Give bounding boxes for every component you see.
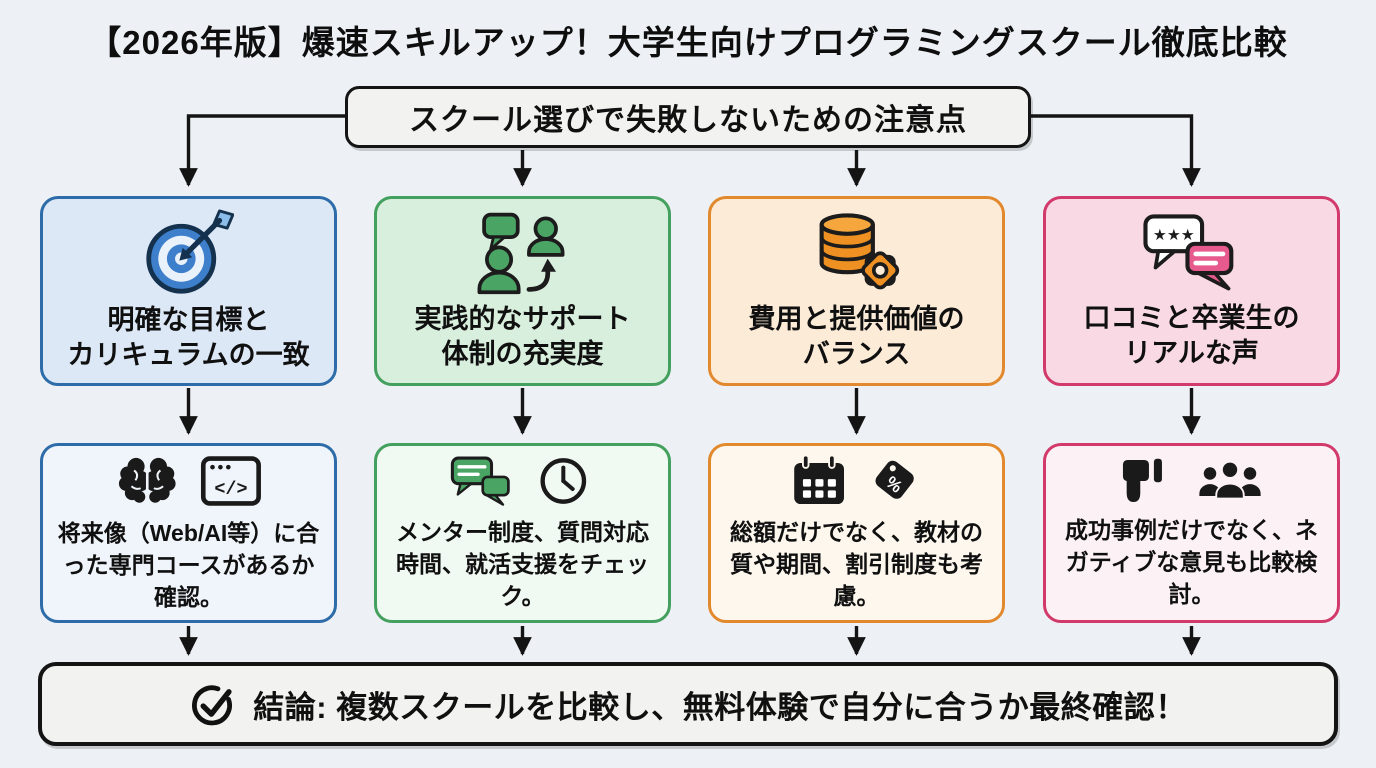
goal-heading: 明確な目標と カリキュラムの一致 [67,303,309,373]
clock-icon [540,458,586,505]
check-circle-icon [192,685,233,726]
chat-bubbles-icon [450,456,510,507]
reviews-heading: 口コミと卒業生の リアルな声 [1084,301,1300,371]
support-heading-box: 実践的なサポート 体制の充実度 [374,196,671,386]
discount-tag-icon: % [875,461,915,500]
cost-heading: 費用と提供価値の バランス [749,302,965,372]
reviews-heading-line2: リアルな声 [1124,338,1259,368]
support-detail-box: メンター制度、質問対応時間、就活支援をチェック。 [374,443,671,623]
page-title: 【2026年版】爆速スキルアップ！大学生向けプログラミングスクール徹底比較 [88,24,1288,61]
goal-heading-line2: カリキュラムの一致 [67,340,310,370]
code-window-icon: </> [200,456,261,507]
target-dart-icon [145,209,234,294]
support-detail-text: メンター制度、質問対応時間、就活支援をチェック。 [396,519,649,609]
support-detail-icons [449,453,596,509]
support-heading-line2: 体制の充実度 [441,339,604,369]
coins-gear-icon [819,213,900,290]
reviews-detail-icons [1118,455,1266,507]
cost-heading-line1: 費用と提供価値の [748,303,965,334]
people-group-icon [1199,461,1262,500]
goal-detail-box: </> 将来像（Web/AI等）に合った専門コースがあるか確認。 [40,443,337,623]
thumbs-down-icon [1122,459,1162,503]
review-stars: ★★★ [1153,227,1195,244]
goal-detail-text: 将来像（Web/AI等）に合った専門コースがあるか確認。 [57,520,320,610]
conclusion-banner: 結論: 複数スクールを比較し、無料体験で自分に合うか最終確認！ [38,662,1338,746]
top-node-label: スクール選びで失敗しないための注意点 [409,104,967,137]
goal-heading-line1: 明確な目標と [107,304,270,335]
cost-detail-box: % 総額だけでなく、教材の質や期間、割引制度も考慮。 [708,443,1005,623]
review-bubbles-icon: ★★★ [1143,214,1234,291]
reviews-heading-line1: 口コミと卒業生の [1083,302,1300,333]
support-heading: 実践的なサポート 体制の充実度 [415,302,631,372]
cost-detail-text: 総額だけでなく、教材の質や期間、割引制度も考慮。 [730,519,983,609]
top-node: スクール選びで失敗しないための注意点 [345,86,1031,148]
cost-heading-line2: バランス [802,339,911,369]
conclusion-label: 結論: 複数スクールを比較し、無料体験で自分に合うか最終確認！ [253,689,1187,725]
goal-detail-icons: </> [113,452,263,510]
reviews-detail-text: 成功事例だけでなく、ネガティブな意見も比較検討。 [1065,517,1318,607]
reviews-heading-box: ★★★ 口コミと卒業生の リアルな声 [1043,196,1340,386]
goal-heading-box: 明確な目標と カリキュラムの一致 [40,196,337,386]
reviews-detail-box: 成功事例だけでなく、ネガティブな意見も比較検討。 [1043,443,1340,623]
support-heading-line1: 実践的なサポート [414,303,631,334]
code-glyph: </> [214,480,247,501]
calendar-icon [794,454,845,505]
brain-icon [119,458,176,504]
mentor-chat-icon [477,212,565,295]
cost-detail-icons: % [788,453,925,509]
cost-heading-box: 費用と提供価値の バランス [708,196,1005,386]
